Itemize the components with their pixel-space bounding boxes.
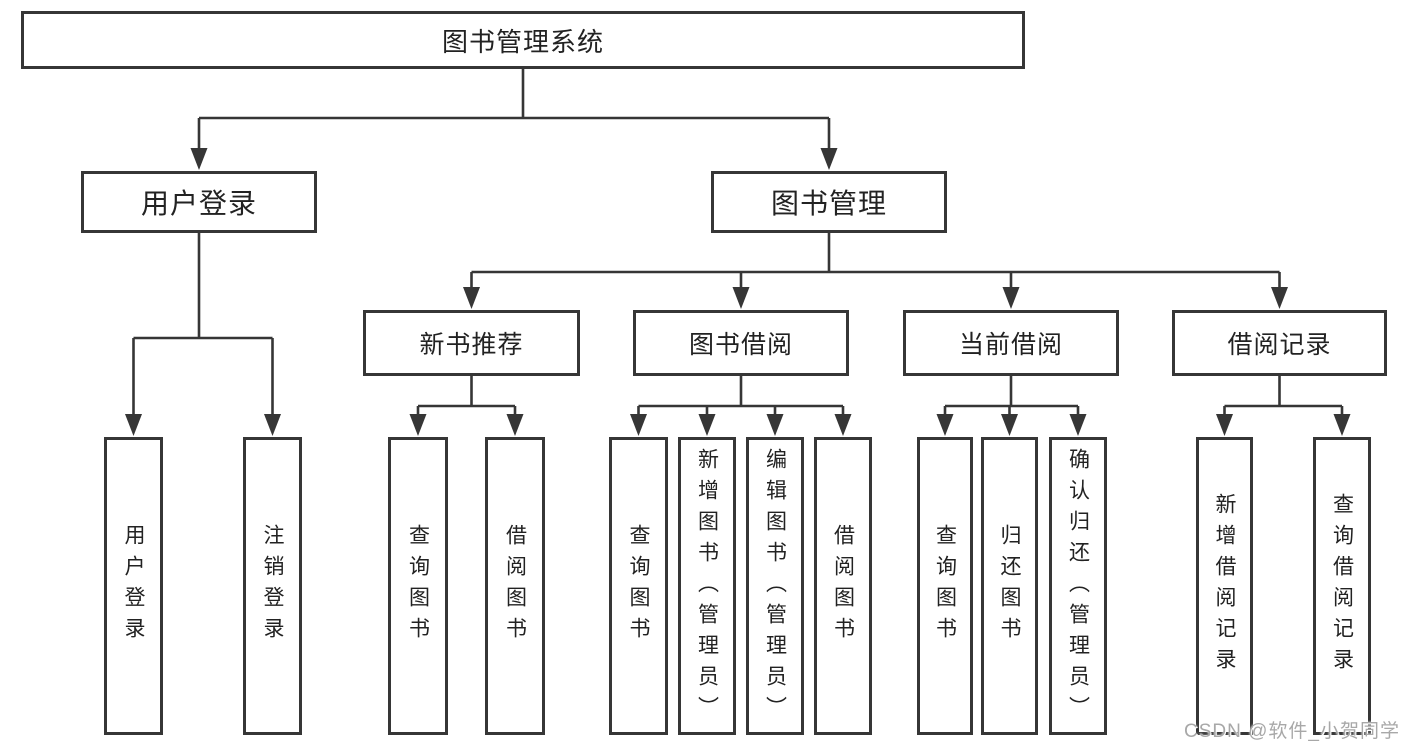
leaf-query-borrow-record: 查询借阅记录: [1313, 437, 1371, 735]
leaf-add-borrow-record: 新增借阅记录: [1196, 437, 1253, 735]
leaf-return-book: 归还图书: [981, 437, 1038, 735]
node-book-management: 图书管理: [711, 171, 947, 233]
node-new-book-recommendation: 新书推荐: [363, 310, 580, 376]
leaf-query-books-recommend: 查询图书: [388, 437, 448, 735]
leaf-borrow-books-recommend: 借阅图书: [485, 437, 545, 735]
node-book-borrowing: 图书借阅: [633, 310, 849, 376]
leaf-add-book-admin: 新增图书（管理员）: [678, 437, 736, 735]
leaf-user-login: 用户登录: [104, 437, 163, 735]
node-current-borrowing: 当前借阅: [903, 310, 1119, 376]
leaf-edit-book-admin: 编辑图书（管理员）: [746, 437, 804, 735]
node-user-login: 用户登录: [81, 171, 317, 233]
node-borrowing-records: 借阅记录: [1172, 310, 1387, 376]
node-library-management-system: 图书管理系统: [21, 11, 1025, 69]
leaf-logout: 注销登录: [243, 437, 302, 735]
leaf-query-books-borrowing: 查询图书: [609, 437, 668, 735]
leaf-query-books-current: 查询图书: [917, 437, 973, 735]
csdn-watermark: CSDN @软件_小贺同学: [1184, 721, 1400, 742]
leaf-confirm-return-admin: 确认归还（管理员）: [1049, 437, 1107, 735]
leaf-borrow-books-borrowing: 借阅图书: [814, 437, 872, 735]
